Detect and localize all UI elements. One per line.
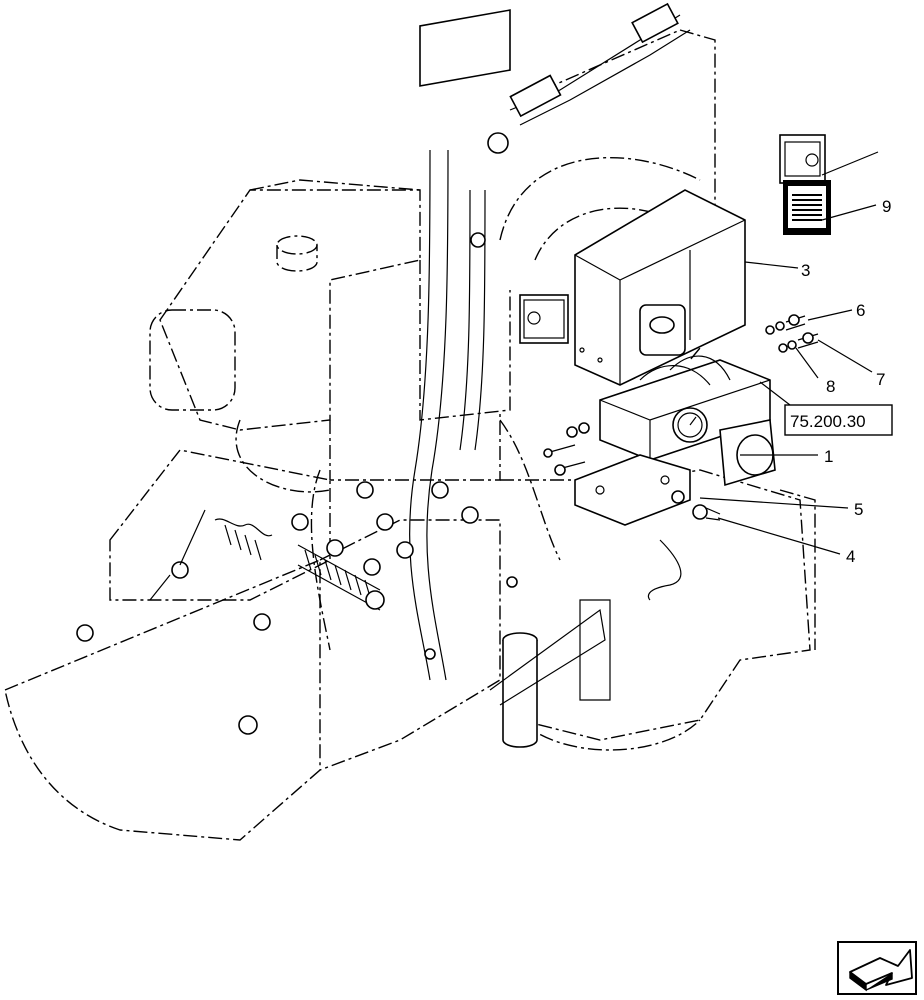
callout-7: 7: [876, 370, 885, 389]
callout-3: 3: [801, 261, 810, 280]
reference-box-label: 75.200.30: [790, 412, 866, 431]
control-valve-cover: [574, 189, 746, 386]
decal-item-9: [783, 180, 831, 235]
callout-9: 9: [882, 197, 891, 216]
linkage-springs: [149, 509, 385, 611]
reference-box[interactable]: 75.200.30: [784, 404, 893, 436]
chassis-bolts: [76, 481, 518, 735]
mounting-hardware-left: [543, 422, 590, 476]
hydraulic-hose-assembly: [409, 2, 691, 681]
lower-cylinder-pin: [489, 599, 611, 748]
callout-8: 8: [826, 377, 835, 396]
decal-item-10: [779, 134, 826, 184]
callout-4: 4: [846, 547, 855, 566]
callout-1: 1: [824, 447, 833, 466]
bolt-item-4: [671, 490, 721, 521]
callout-5: 5: [854, 500, 863, 519]
control-valve-assembly: [574, 304, 776, 601]
callout-6: 6: [856, 301, 865, 320]
decal-left: [519, 294, 569, 344]
next-page-arrow-icon[interactable]: [837, 941, 917, 995]
callout-labels: 9 3 6 7 8 1 5 4: [801, 197, 891, 566]
leader-lines: [699, 151, 879, 555]
mounting-hardware-right: [765, 314, 819, 353]
